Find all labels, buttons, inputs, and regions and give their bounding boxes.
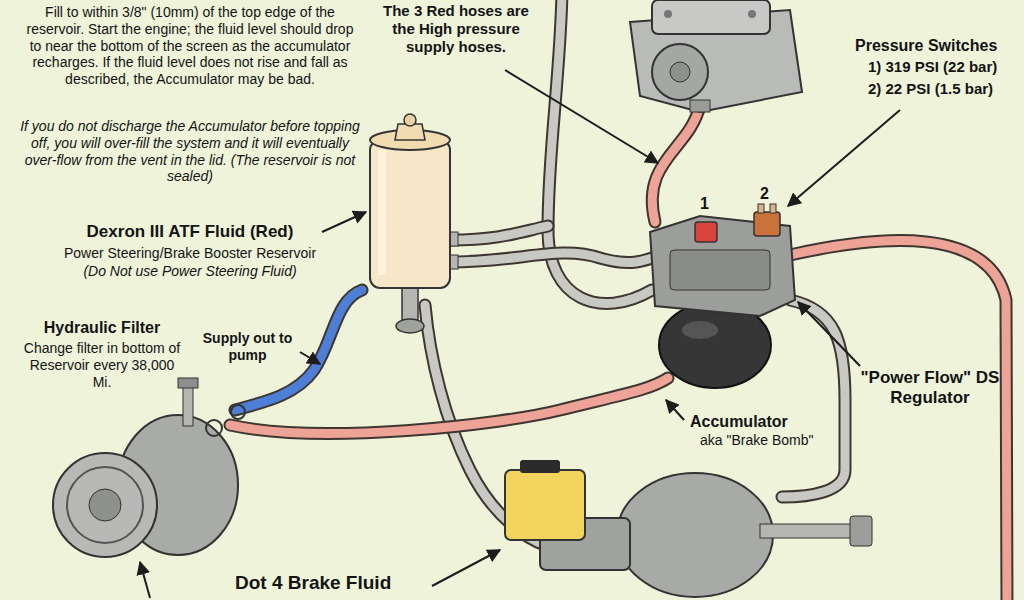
- leader-line: [666, 400, 684, 420]
- leader-line: [798, 302, 860, 366]
- steering-box: [652, 44, 708, 100]
- return-hose: [782, 300, 845, 497]
- fluid-label: Dexron III ATF Fluid (Red): [30, 222, 350, 242]
- part-label: "Power Flow" DS Regulator: [860, 368, 1000, 409]
- ds-regulator: [695, 222, 717, 242]
- accumulator: [682, 321, 718, 339]
- part-label: Accumulator: [690, 412, 788, 431]
- high-pressure-hose: [230, 105, 1007, 600]
- steering-box: [748, 10, 756, 18]
- power-steering-pump: [53, 378, 245, 557]
- ds-regulator: [650, 204, 795, 316]
- part-label: Power Steering/Brake Booster Reservoir: [30, 245, 350, 262]
- return-hose: [450, 226, 548, 240]
- ds-regulator: [754, 212, 780, 236]
- switch-spec: 1) 319 PSI (22 bar): [868, 58, 997, 76]
- power-steering-pump: [206, 420, 222, 436]
- callout-number: 2: [760, 184, 769, 203]
- reservoir: [370, 114, 458, 333]
- ds-regulator: [758, 204, 764, 213]
- leader-line: [788, 110, 900, 206]
- return-hose: [450, 253, 652, 263]
- high-pressure-hose: [790, 241, 1007, 600]
- leader-line: [140, 562, 150, 598]
- power-steering-pump: [178, 378, 198, 388]
- high-pressure-hose: [790, 241, 1007, 600]
- leader-line: [505, 70, 658, 163]
- return-hose: [782, 300, 845, 497]
- power-steering-pump: [89, 489, 121, 521]
- power-steering-pump: [53, 453, 157, 557]
- fluid-note: (Do Not use Power Steering Fluid): [30, 263, 350, 280]
- steering-box: [664, 10, 672, 18]
- leader-line: [300, 352, 320, 364]
- power-steering-pump: [183, 386, 193, 426]
- instruction-note: Fill to within 3/8" (10mm) of the top ed…: [20, 4, 360, 88]
- switch-spec: 2) 22 PSI (1.5 bar): [868, 80, 993, 98]
- reservoir: [404, 114, 416, 126]
- high-pressure-hose: [652, 105, 700, 222]
- reservoir: [370, 140, 450, 288]
- part-label: Pressure Switches: [855, 36, 997, 55]
- maintenance-note: Change filter in bottom of Reservoir eve…: [22, 340, 182, 390]
- steering-box: [652, 0, 770, 34]
- fluid-label: Dot 4 Brake Fluid: [235, 572, 391, 595]
- power-steering-pump: [67, 467, 143, 543]
- brake-booster: [520, 460, 560, 473]
- ds-regulator: [770, 204, 776, 213]
- return-hose: [450, 226, 548, 240]
- high-pressure-hose: [652, 105, 700, 222]
- reservoir: [378, 150, 386, 275]
- reservoir: [396, 319, 424, 333]
- brake-booster: [505, 470, 585, 540]
- ds-regulator: [670, 250, 770, 290]
- brake-booster: [505, 460, 872, 597]
- leader-line: [432, 550, 500, 586]
- flow-label: Supply out to pump: [200, 330, 295, 364]
- brake-booster: [850, 516, 872, 546]
- return-hose: [425, 0, 845, 545]
- power-steering-pump: [231, 405, 245, 419]
- leader-line: [322, 212, 366, 232]
- part-alias: aka "Brake Bomb": [700, 432, 813, 449]
- part-label: Hydraulic Filter: [22, 318, 182, 337]
- callout-number: 1: [700, 194, 709, 213]
- hose-note: The 3 Red hoses are the High pressure su…: [370, 2, 542, 56]
- warning-note: If you do not discharge the Accumulator …: [20, 118, 360, 185]
- return-hose: [450, 253, 652, 263]
- steering-box: [690, 100, 710, 112]
- steering-box: [670, 62, 690, 82]
- brake-booster: [617, 473, 773, 597]
- steering-box: [630, 0, 802, 112]
- brake-booster: [760, 524, 852, 538]
